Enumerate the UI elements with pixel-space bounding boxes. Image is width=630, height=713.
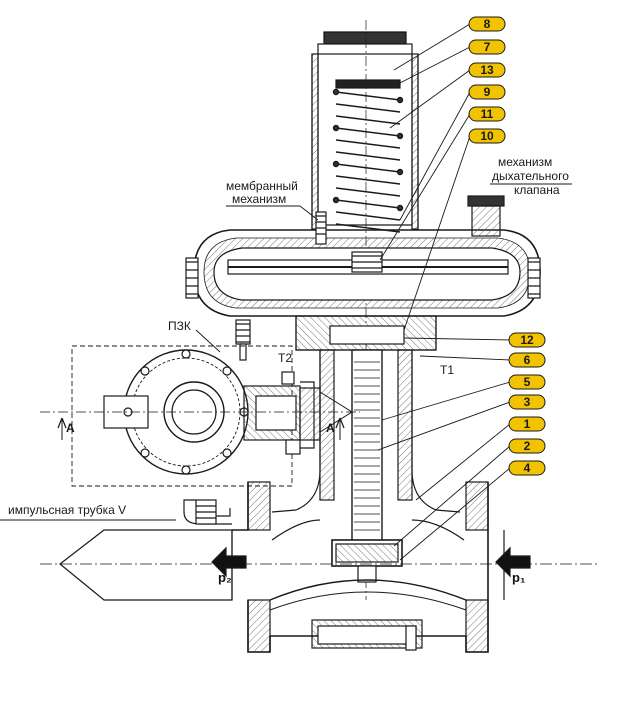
callout-number: 9 [484,85,491,99]
pzk-assembly [40,345,360,487]
callout-4: 4 [508,460,546,476]
callout-9: 9 [468,84,506,100]
callout-number: 3 [524,395,531,409]
membrane-chamber [185,195,541,317]
callout-7: 7 [468,39,506,55]
callout-badge [468,128,506,144]
label-pzk: ПЗК [168,319,191,333]
callout-badge [468,84,506,100]
callout-badge [508,460,546,476]
flow-arrows [211,546,531,578]
label-impulse-tube: импульсная трубка V [8,503,126,517]
label-p2: p₂ [218,570,232,585]
callout-11: 11 [468,106,506,122]
callout-12: 12 [508,332,546,348]
label-section-a-right: А [326,421,335,435]
callout-1: 1 [508,416,546,432]
callout-badge [468,16,506,32]
callout-badge [508,416,546,432]
callout-8: 8 [468,16,506,32]
callout-badge [508,374,546,390]
callout-badge [468,62,506,78]
label-membrane-line1: мембранный [226,179,298,193]
label-membrane-line2: механизм [232,192,286,206]
callout-number: 12 [520,333,534,347]
callout-badge [508,352,546,368]
callout-badge [468,106,506,122]
impulse-tube-shape [0,499,233,601]
callout-5: 5 [508,374,546,390]
callout-badge [508,332,546,348]
callout-number: 5 [524,375,531,389]
label-t2: Т2 [278,351,292,365]
callout-10: 10 [468,128,506,144]
spring [332,88,404,233]
label-section-a-left: А [66,421,75,435]
callout-badge [508,394,546,410]
callout-2: 2 [508,438,546,454]
callout-number: 11 [481,107,494,121]
callout-number: 10 [480,129,494,143]
callout-badge [508,438,546,454]
callout-3: 3 [508,394,546,410]
callout-13: 13 [468,62,506,78]
spring-housing [311,20,419,600]
label-t1: Т1 [440,363,454,377]
callout-number: 7 [484,40,491,54]
label-p1: p₁ [512,570,525,585]
callout-number: 1 [524,417,531,431]
callout-number: 8 [484,17,491,31]
label-breathing-line1: механизм [498,155,552,169]
text-labels: мембранный механизм механизм дыхательног… [8,155,569,585]
callout-number: 6 [524,353,531,367]
callout-6: 6 [508,352,546,368]
label-breathing-line2: дыхательного [492,169,569,183]
callout-badge [468,39,506,55]
leader-lines [195,23,572,561]
callout-number: 2 [524,439,531,453]
callout-number: 13 [480,63,494,77]
callout-number: 4 [524,461,531,475]
label-breathing-line3: клапана [514,183,560,197]
